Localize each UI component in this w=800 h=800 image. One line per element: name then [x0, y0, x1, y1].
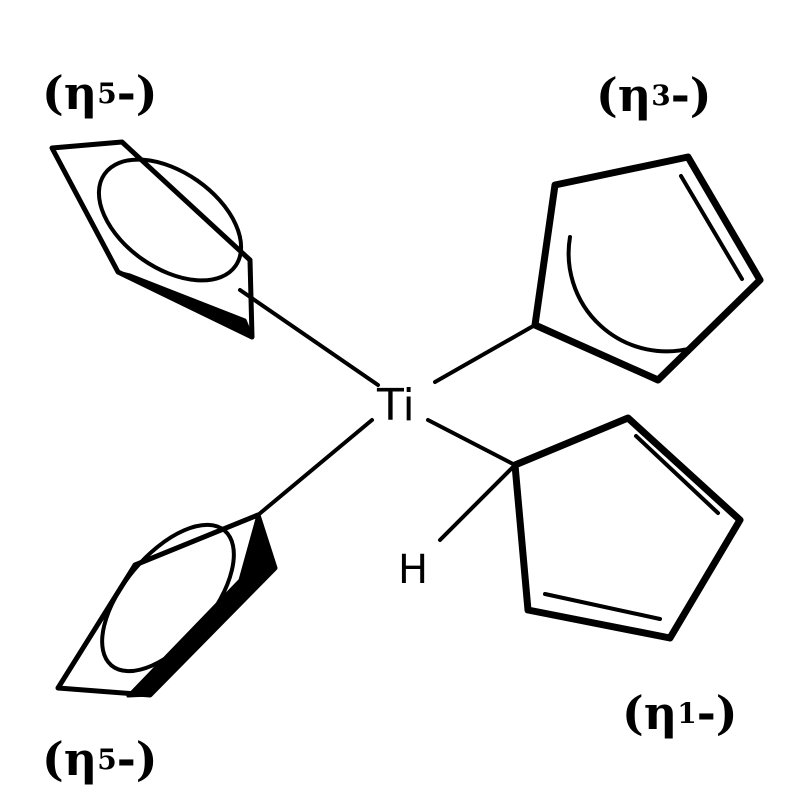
bond-ti-to-top-right-ring [433, 323, 537, 384]
ring-outline-bottom-left [55, 512, 278, 698]
ring-allyl-arc-top-right [566, 235, 694, 354]
ring-double-bond-upper-bottom-right [634, 434, 720, 515]
eta3-ring-top-right [531, 153, 764, 384]
ring-shadow-bottom-left [126, 513, 277, 698]
hydrogen-atom-label: H [398, 547, 429, 593]
ring-outline-top-right [531, 153, 764, 384]
hapto-label-bottom-right: (η1-) [622, 686, 738, 740]
bond-ti-to-top-left-ring [238, 288, 380, 387]
ring-outline-top-left [49, 139, 255, 340]
bond-c-to-h [438, 463, 517, 542]
hapto-label-top-left: (η5-) [42, 66, 158, 120]
ring-aromatic-circle-top-left [96, 157, 244, 283]
hapto-label-top-right: (η3-) [596, 68, 712, 122]
ring-aromatic-circle-bottom-left [100, 522, 236, 674]
ring-outline-bottom-right [511, 414, 744, 642]
eta5-ring-bottom-left [55, 512, 278, 698]
ring-double-bond-lower-bottom-right [543, 592, 662, 621]
hapto-label-bottom-left: (η5-) [42, 732, 158, 786]
titanium-atom-label: Ti [377, 380, 415, 431]
eta1-ring-bottom-right [511, 414, 744, 642]
bond-ti-to-bottom-right-ring [426, 418, 517, 467]
bond-ti-to-bottom-left-ring [256, 418, 374, 517]
ring-double-bond-top-right [679, 174, 744, 281]
eta5-ring-top-left [49, 139, 255, 340]
